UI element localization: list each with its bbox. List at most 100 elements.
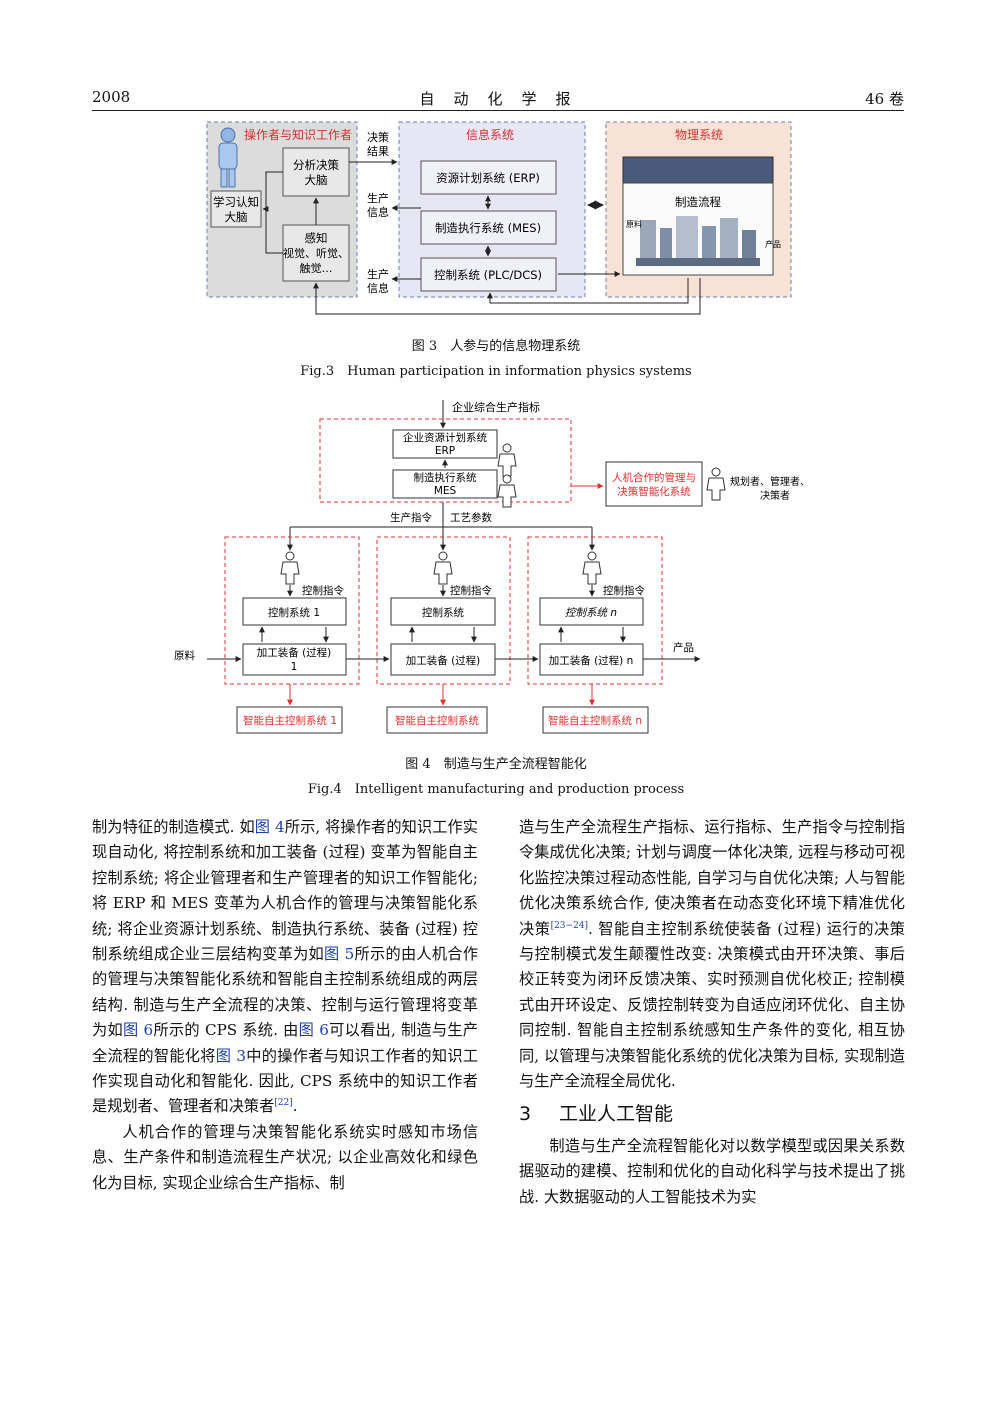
unit-1-region bbox=[224, 536, 360, 685]
ctrl-sys-3-box bbox=[539, 597, 644, 626]
section-number: 3 bbox=[519, 1103, 532, 1126]
ctrl-cmd-2: 控制指令 bbox=[450, 584, 492, 597]
mes-line2: MES bbox=[434, 485, 457, 497]
auto-3: 智能自主控制系统 n bbox=[548, 714, 642, 727]
raw-label: 原料 bbox=[174, 649, 195, 662]
section-heading: 3 工业人工智能 bbox=[519, 1102, 905, 1127]
erp-line2: ERP bbox=[435, 445, 455, 457]
fig3-caption-en: Fig.3 Human participation in information… bbox=[300, 364, 692, 379]
perception-line2: 视觉、听觉、 bbox=[283, 246, 349, 260]
raw-label: 原料 bbox=[626, 219, 642, 229]
mes-label: 制造执行系统 (MES) bbox=[435, 221, 541, 235]
erp-box bbox=[392, 429, 498, 459]
equip-2-box bbox=[390, 643, 496, 676]
equip-3: 加工装备 (过程) n bbox=[549, 654, 634, 667]
enterprise-dashed-region bbox=[319, 418, 572, 503]
figure-3: 操作者与知识工作者 学习认知 大脑 分析决策 大脑 感知 视觉、听觉、 触觉… … bbox=[206, 121, 792, 315]
unit-3-operator-icon bbox=[582, 551, 602, 585]
phys-header-bar bbox=[622, 156, 774, 184]
erp-label: 资源计划系统 (ERP) bbox=[436, 171, 540, 185]
left-paragraph-1: 制为特征的制造模式. 如图 4所示, 将操作者的知识工作实现自动化, 将控制系统… bbox=[92, 818, 479, 1116]
cite-22-link[interactable]: [22] bbox=[274, 1098, 293, 1109]
plc-label: 控制系统 (PLC/DCS) bbox=[434, 268, 542, 282]
learning-line2: 大脑 bbox=[225, 210, 248, 224]
prod-info1-line2: 信息 bbox=[367, 205, 389, 219]
ctrl-sys-2: 控制系统 bbox=[422, 606, 464, 619]
perception-line3: 触觉… bbox=[300, 261, 333, 275]
erp-box bbox=[420, 160, 557, 195]
right-paragraph-1: 造与生产全流程生产指标、运行指标、生产指令与控制指令集成优化决策; 计划与调度一… bbox=[519, 818, 905, 1091]
planner-icon bbox=[706, 467, 726, 501]
analysis-brain-box bbox=[282, 147, 350, 197]
ref-fig6-link-2[interactable]: 图 6 bbox=[298, 1021, 329, 1040]
ref-fig3-link[interactable]: 图 3 bbox=[215, 1046, 246, 1065]
operator-person-icon bbox=[218, 127, 238, 188]
right-paragraph-2: 制造与生产全流程智能化对以数学模型或因果关系数据驱动的建模、控制和优化的自动化科… bbox=[519, 1136, 905, 1206]
operator-title: 操作者与知识工作者 bbox=[244, 127, 352, 142]
proc-param-label: 工艺参数 bbox=[450, 511, 492, 524]
product-label: 产品 bbox=[765, 239, 781, 249]
header-year: 2008 bbox=[92, 88, 131, 106]
unit-2-operator-icon bbox=[433, 551, 453, 585]
figure-4: 企业综合生产指标 企业资源计划系统 ERP 制造执行系统 MES 人机合作的管理… bbox=[174, 400, 810, 734]
equip-1-box bbox=[242, 643, 347, 676]
header-volume: 46 卷 bbox=[865, 90, 904, 108]
decision-line2: 结果 bbox=[367, 145, 389, 158]
ctrl-sys-2-box bbox=[390, 597, 496, 626]
ctrl-cmd-1: 控制指令 bbox=[302, 584, 344, 597]
ctrl-sys-3: 控制系统 n bbox=[565, 607, 617, 619]
equip-1-line2: 1 bbox=[291, 661, 298, 673]
ctrl-sys-1: 控制系统 1 bbox=[268, 606, 320, 619]
right-column: 造与生产全流程生产指标、运行指标、生产指令与控制指令集成优化决策; 计划与调度一… bbox=[519, 815, 905, 1210]
ctrl-cmd-3: 控制指令 bbox=[603, 584, 645, 597]
ref-fig4-link[interactable]: 图 4 bbox=[254, 818, 285, 836]
unit-3-region bbox=[527, 536, 663, 685]
learning-brain-box bbox=[210, 190, 262, 228]
phys-title: 物理系统 bbox=[675, 128, 723, 142]
process-label: 制造流程 bbox=[675, 195, 721, 209]
auto-1-box bbox=[236, 706, 343, 734]
prod-cmd-label: 生产指令 bbox=[390, 511, 432, 524]
prod-info1-line1: 生产 bbox=[367, 191, 389, 205]
equip-1-line1: 加工装备 (过程) bbox=[257, 646, 332, 659]
mes-box bbox=[392, 469, 498, 499]
auto-3-box bbox=[542, 706, 649, 734]
left-column: 制为特征的制造模式. 如图 4所示, 将操作者的知识工作实现自动化, 将控制系统… bbox=[92, 815, 478, 1196]
fig4-caption-en: Fig.4 Intelligent manufacturing and prod… bbox=[307, 782, 685, 797]
cite-23-24-link[interactable]: [23−24] bbox=[550, 920, 589, 931]
learning-line1: 学习认知 bbox=[213, 195, 259, 209]
fig3-caption-cn: 图 3 人参与的信息物理系统 bbox=[411, 339, 581, 354]
fig4-caption-cn: 图 4 制造与生产全流程智能化 bbox=[405, 757, 587, 772]
info-title: 信息系统 bbox=[466, 127, 514, 142]
section-title: 工业人工智能 bbox=[559, 1103, 674, 1126]
prod-info2-line2: 信息 bbox=[367, 281, 389, 295]
plc-box bbox=[420, 257, 557, 292]
planners-line2: 决策者 bbox=[760, 489, 790, 502]
auto-2-box bbox=[386, 706, 488, 734]
product-label: 产品 bbox=[673, 641, 694, 654]
factory-illustration bbox=[636, 216, 760, 266]
prod-info2-line1: 生产 bbox=[367, 267, 389, 281]
perception-line1: 感知 bbox=[305, 231, 328, 245]
ctrl-sys-1-box bbox=[242, 597, 347, 626]
header-journal: 自 动 化 学 报 bbox=[419, 90, 573, 108]
decision-line1: 决策 bbox=[367, 130, 389, 144]
auto-1: 智能自主控制系统 1 bbox=[243, 714, 337, 727]
analysis-line2: 大脑 bbox=[305, 173, 328, 187]
left-paragraph-2: 人机合作的管理与决策智能化系统实时感知市场信息、生产条件和制造流程生产状况; 以… bbox=[92, 1122, 478, 1192]
auto-2: 智能自主控制系统 bbox=[395, 714, 479, 727]
mes-line1: 制造执行系统 bbox=[414, 471, 477, 484]
hm-line1: 人机合作的管理与 bbox=[612, 471, 696, 484]
ref-fig5-link[interactable]: 图 5 bbox=[324, 945, 355, 964]
erp-line1: 企业资源计划系统 bbox=[403, 431, 487, 444]
ref-fig6-link[interactable]: 图 6 bbox=[122, 1021, 154, 1040]
header-rule bbox=[92, 110, 904, 111]
planners-line1: 规划者、管理者、 bbox=[730, 475, 810, 488]
analysis-line1: 分析决策 bbox=[293, 158, 339, 172]
hm-decision-box bbox=[605, 461, 703, 507]
unit-1-operator-icon bbox=[280, 551, 300, 585]
hm-line2: 决策智能化系统 bbox=[617, 485, 691, 498]
erp-operator-icon bbox=[497, 443, 517, 477]
mes-box bbox=[420, 210, 557, 245]
top-input-label: 企业综合生产指标 bbox=[452, 400, 540, 414]
